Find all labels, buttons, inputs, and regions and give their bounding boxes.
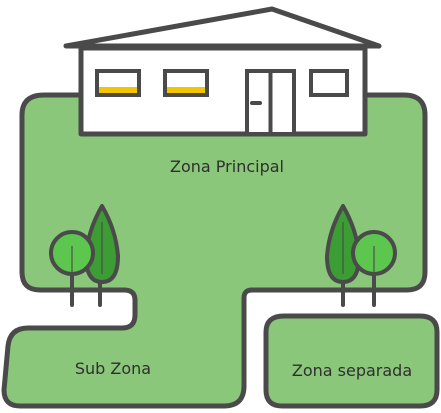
zone-main-label: Zona Principal	[170, 157, 284, 176]
house-door	[245, 69, 296, 136]
window-right	[309, 69, 349, 97]
tree-cluster-icon	[325, 204, 397, 307]
house-roof	[63, 6, 382, 49]
zone-sub-label: Sub Zona	[75, 359, 151, 378]
window-middle	[163, 69, 209, 97]
house-icon	[63, 6, 382, 137]
zone-separate-label: Zona separada	[292, 361, 412, 380]
tree-cluster-icon	[49, 204, 120, 307]
window-left	[95, 69, 141, 97]
main-zone-area[interactable]	[1, 92, 428, 409]
separate-zone-area[interactable]	[263, 313, 440, 409]
